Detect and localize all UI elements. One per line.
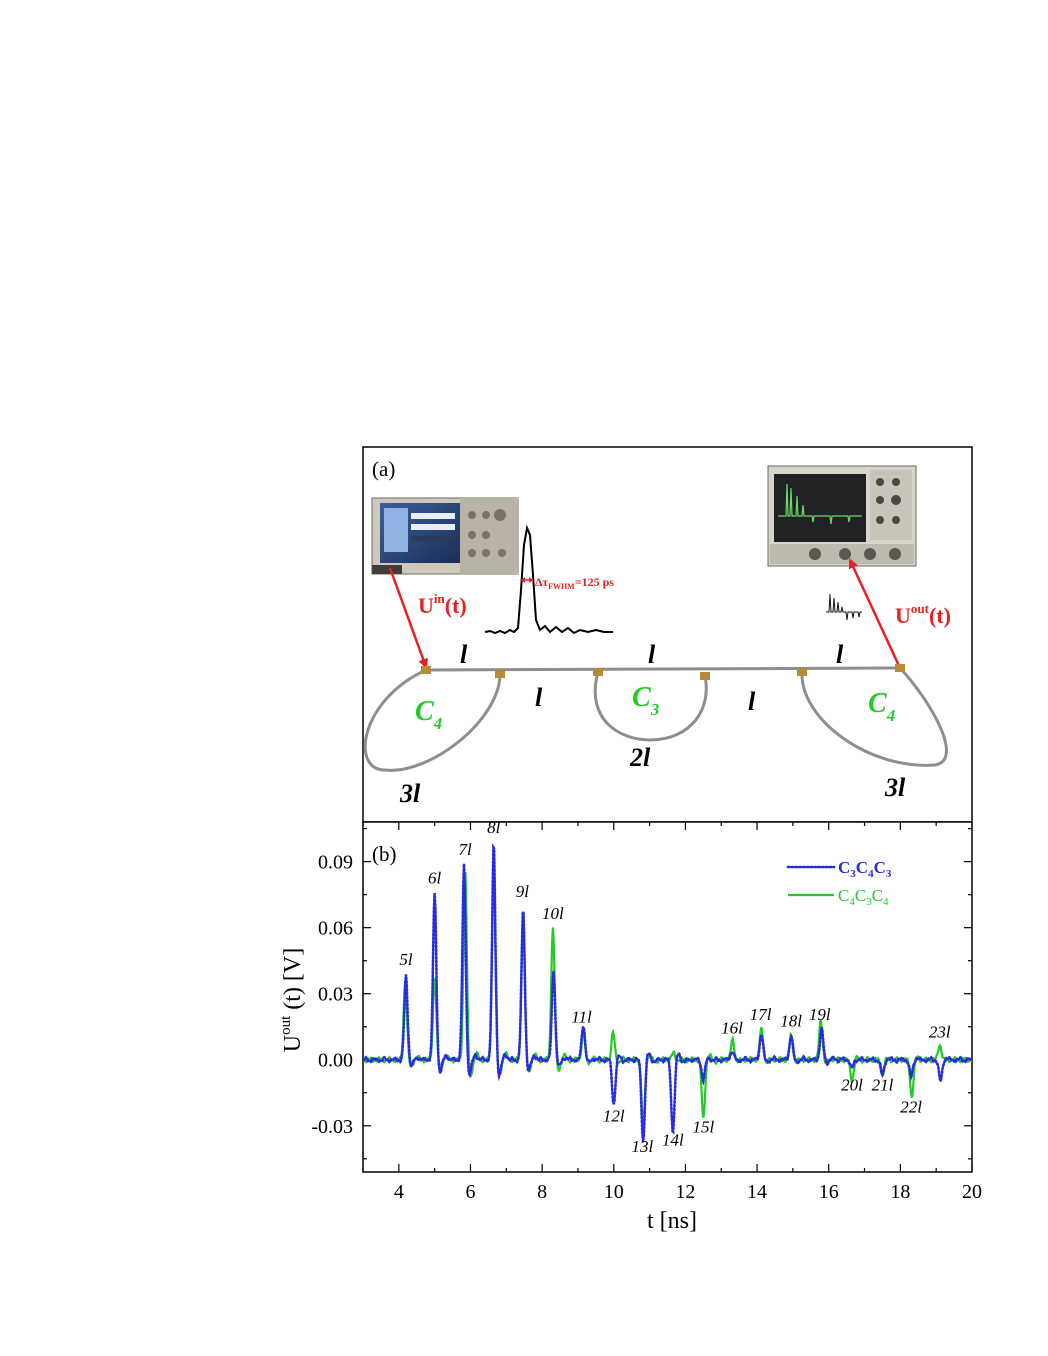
wire-label: l bbox=[648, 640, 656, 669]
wire-label: l bbox=[748, 687, 756, 716]
peak-label: 10l bbox=[542, 904, 564, 923]
x-tick-label: 14 bbox=[747, 1181, 767, 1203]
input-arrow bbox=[388, 567, 428, 669]
y-tick-label: 0.06 bbox=[318, 918, 353, 940]
y-tick-label: 0.03 bbox=[318, 984, 353, 1006]
connectors bbox=[421, 664, 905, 680]
peak-labels: 5l 6l 7l 8l 9l 10l 11l 12l 13l 14l 15l 16l 17l 18l 19l… bbox=[399, 818, 951, 1156]
panel-a-label: (a) bbox=[372, 457, 395, 481]
input-pulse-waveform: ΔτFWHM=125 ps bbox=[484, 524, 614, 635]
y-tick-label: 0.09 bbox=[318, 852, 353, 874]
panel-a: (a) bbox=[362, 446, 973, 823]
loop-label-middle: C3 bbox=[632, 682, 660, 719]
cable-network bbox=[363, 666, 948, 772]
output-voltage-label: Uout(t) bbox=[895, 601, 951, 628]
loop-length-middle: 2l bbox=[629, 743, 651, 772]
axis-ticks bbox=[362, 822, 973, 1172]
x-tick-label: 10 bbox=[604, 1181, 624, 1203]
peak-label: 11l bbox=[571, 1007, 592, 1026]
output-pulse-waveform bbox=[826, 593, 862, 621]
y-tick-label: 0.00 bbox=[318, 1050, 353, 1072]
x-tick-label: 6 bbox=[465, 1181, 475, 1203]
y-axis-title: Uout (t) [V] bbox=[278, 948, 306, 1052]
peak-label: 9l bbox=[516, 882, 530, 901]
loop-label-left: C4 bbox=[415, 696, 442, 733]
peak-label: 21l bbox=[872, 1076, 894, 1095]
x-tick-label: 4 bbox=[394, 1181, 404, 1203]
legend-label-c4c3c4: C4C3C4 bbox=[838, 886, 889, 908]
peak-label: 15l bbox=[692, 1117, 714, 1136]
panel-b: (b) 4 6 8 10 12 14 16 18 20 -0.03 0.00 0.03 0.06 0.09… bbox=[278, 818, 982, 1234]
y-tick-label: -0.03 bbox=[311, 1116, 353, 1138]
wire-label: l bbox=[535, 683, 543, 712]
legend-label-c3c4c3: C3C4C3 bbox=[838, 858, 892, 880]
loop-length-left: 3l bbox=[399, 779, 421, 808]
peak-label: 14l bbox=[662, 1131, 684, 1150]
signal-generator-image bbox=[371, 497, 519, 575]
peak-label: 5l bbox=[399, 950, 413, 969]
x-axis-title: t [ns] bbox=[647, 1208, 697, 1234]
x-tick-label: 8 bbox=[537, 1181, 547, 1203]
input-voltage-label: Uin(t) bbox=[418, 591, 467, 618]
oscilloscope-image bbox=[767, 465, 917, 567]
peak-label: 13l bbox=[632, 1137, 654, 1156]
legend: C3C4C3 C4C3C4 bbox=[786, 858, 892, 908]
x-tick-label: 18 bbox=[890, 1181, 910, 1203]
peak-label: 20l bbox=[841, 1076, 863, 1095]
pulse-width-label: ΔτFWHM=125 ps bbox=[535, 575, 614, 591]
peak-label: 23l bbox=[929, 1023, 951, 1042]
loop-length-right: 3l bbox=[884, 773, 906, 802]
output-arrow bbox=[848, 558, 902, 669]
series-line-c3c4c3 bbox=[363, 843, 972, 1142]
peak-label: 12l bbox=[603, 1106, 625, 1125]
loop-label-right: C4 bbox=[868, 688, 895, 725]
peak-label: 8l bbox=[487, 818, 501, 837]
peak-label: 18l bbox=[780, 1012, 802, 1031]
x-tick-label: 12 bbox=[675, 1181, 695, 1203]
wire-label: l bbox=[836, 640, 844, 669]
peak-label: 16l bbox=[721, 1018, 743, 1037]
peak-label: 19l bbox=[809, 1005, 831, 1024]
x-tick-label: 16 bbox=[819, 1181, 839, 1203]
panel-b-label: (b) bbox=[372, 842, 397, 866]
peak-label: 7l bbox=[458, 840, 472, 859]
wire-label: l bbox=[460, 640, 468, 669]
peak-label: 17l bbox=[750, 1005, 772, 1024]
tick-labels: 4 6 8 10 12 14 16 18 20 -0.03 0.00 0.03 0.06 0.09 bbox=[311, 852, 982, 1203]
peak-label: 22l bbox=[900, 1098, 922, 1117]
peak-label: 6l bbox=[428, 869, 442, 888]
x-tick-label: 20 bbox=[962, 1181, 982, 1203]
